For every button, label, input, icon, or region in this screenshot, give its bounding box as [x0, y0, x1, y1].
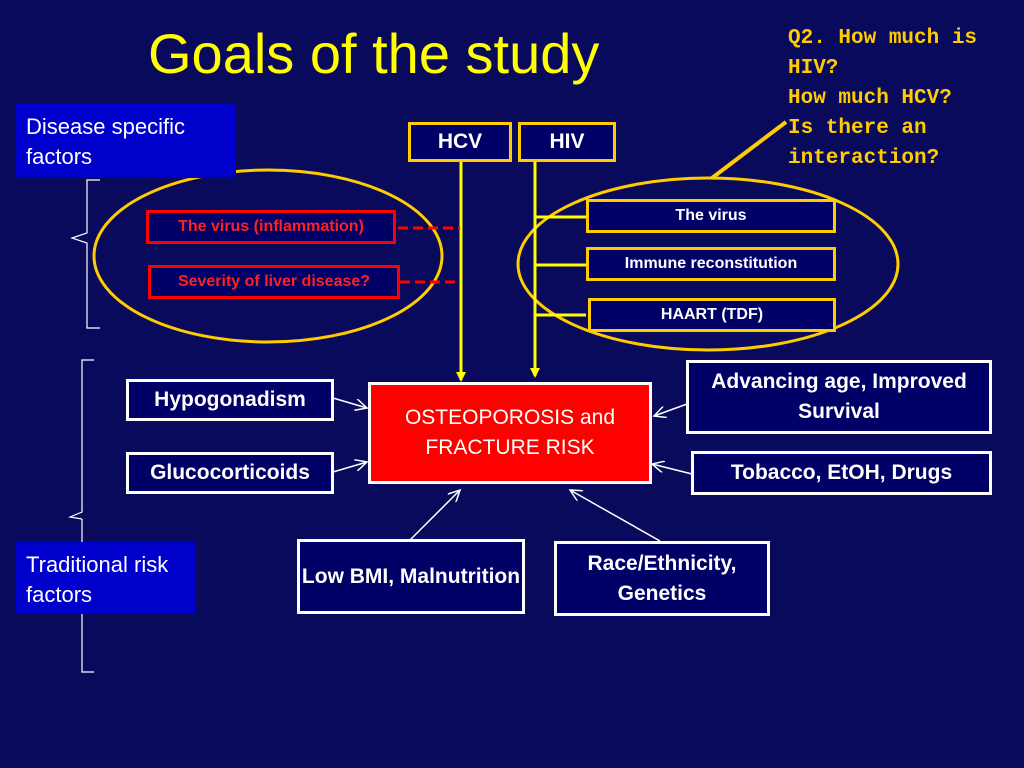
traditional-bracket-upper — [67, 359, 94, 520]
low-bmi-box: Low BMI, Malnutrition — [297, 539, 525, 614]
question-line: How much HCV? — [788, 87, 952, 110]
question-callout-line — [710, 120, 788, 180]
question-line: Q2. How much is — [788, 27, 978, 50]
question-line: interaction? — [788, 147, 940, 170]
glucocorticoids-box: Glucocorticoids — [126, 452, 334, 494]
hiv-box: HIV — [518, 122, 616, 162]
hiv-haart: HAART (TDF) — [588, 298, 836, 332]
disease-bracket — [70, 179, 100, 329]
arrow-tobacco — [652, 464, 693, 475]
question-line: Is there an — [788, 117, 927, 140]
hcv-factors-ellipse — [92, 168, 444, 344]
tobacco-etoh-drugs-box: Tobacco, EtOH, Drugs — [691, 451, 992, 495]
question-callout: Q2. How much is HIV? How much HCV? Is th… — [788, 24, 1020, 174]
arrow-bmi — [409, 490, 460, 541]
hiv-virus: The virus — [586, 199, 836, 233]
hiv-factors-ellipse — [516, 176, 900, 352]
advancing-age-box: Advancing age, Improved Survival — [686, 360, 992, 434]
race-ethnicity-box: Race/Ethnicity, Genetics — [554, 541, 770, 616]
hypogonadism-box: Hypogonadism — [126, 379, 334, 421]
question-line: HIV? — [788, 57, 839, 80]
hcv-virus-inflammation: The virus (inflammation) — [146, 210, 396, 244]
disease-specific-label: Disease specific factors — [16, 104, 236, 178]
traditional-risk-label: Traditional risk factors — [16, 542, 196, 614]
arrow-glucocorticoids — [332, 462, 367, 473]
arrow-hypogonadism — [332, 397, 367, 408]
osteoporosis-fracture-risk: OSTEOPOROSIS and FRACTURE RISK — [368, 382, 652, 484]
traditional-bracket-tail — [81, 612, 94, 673]
hcv-box: HCV — [408, 122, 512, 162]
arrow-race — [570, 490, 661, 542]
hcv-liver-severity: Severity of liver disease? — [148, 265, 400, 299]
hiv-immune-reconstitution: Immune reconstitution — [586, 247, 836, 281]
page-title: Goals of the study — [148, 22, 600, 85]
arrow-age — [654, 403, 688, 416]
